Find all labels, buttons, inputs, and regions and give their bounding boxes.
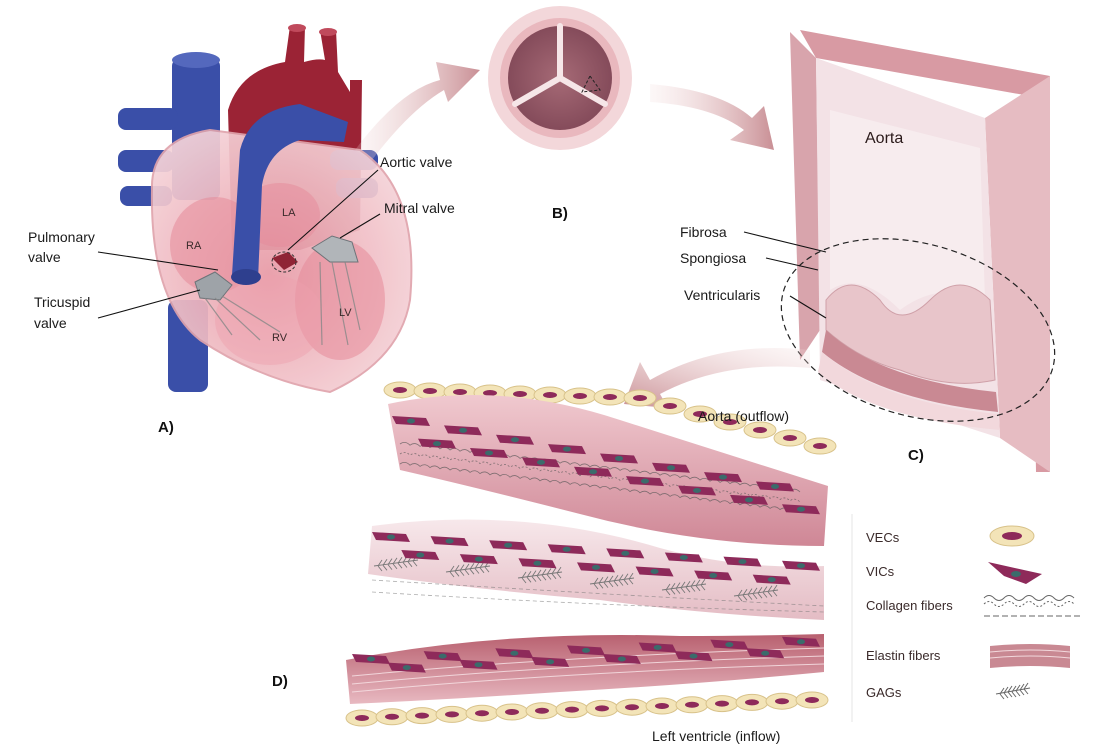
legend-swatch-gags [996, 683, 1030, 699]
legend-label-vecs: VECs [866, 530, 900, 545]
panel-label-a: A) [158, 419, 174, 436]
vec-cell [556, 702, 588, 718]
valve-layers [346, 382, 836, 726]
label-rv: RV [272, 332, 288, 344]
label-pulmonary-valve-2: valve [28, 249, 61, 265]
vec-cell [796, 692, 828, 708]
vec-cell [496, 704, 528, 720]
arrow-heart-to-valve [355, 62, 480, 160]
vec-cell [376, 709, 408, 725]
label-mitral-valve: Mitral valve [384, 200, 455, 216]
legend-swatch-vecs [990, 526, 1034, 546]
arrow-valve-to-aorta [650, 84, 774, 150]
vec-cell [406, 708, 438, 724]
label-tricuspid-valve-2: valve [34, 315, 67, 331]
label-la: LA [282, 207, 296, 219]
panel-label-c: C) [908, 447, 924, 464]
vec-cell [526, 703, 558, 719]
label-aorta: Aorta [865, 130, 903, 147]
panel-label-d: D) [272, 673, 288, 690]
heart-illustration [118, 24, 411, 392]
vec-cell [586, 700, 618, 716]
vec-cell [646, 698, 678, 714]
legend-label-elastin: Elastin fibers [866, 648, 941, 663]
vec-cell [736, 694, 768, 710]
vec-cell [744, 422, 776, 438]
label-lv: LV [339, 307, 352, 319]
aorta-section [760, 30, 1077, 472]
vec-cell [436, 706, 468, 722]
legend-swatch-vics [988, 562, 1042, 584]
label-pulmonary-valve-1: Pulmonary [28, 229, 95, 245]
vec-cell [564, 388, 596, 404]
label-spongiosa: Spongiosa [680, 250, 746, 266]
legend-label-collagen: Collagen fibers [866, 598, 953, 613]
vec-cell [346, 710, 378, 726]
vec-cell [594, 389, 626, 405]
label-outflow: Aorta (outflow) [698, 408, 789, 424]
label-aortic-valve: Aortic valve [380, 154, 453, 170]
vec-cell [774, 430, 806, 446]
label-fibrosa: Fibrosa [680, 224, 727, 240]
label-inflow: Left ventricle (inflow) [652, 728, 780, 744]
vec-cell [706, 696, 738, 712]
legend-swatch-collagen [984, 596, 1080, 617]
label-ra: RA [186, 240, 202, 252]
label-tricuspid-valve-1: Tricuspid [34, 294, 90, 310]
legend-label-vics: VICs [866, 564, 895, 579]
vec-cell [616, 699, 648, 715]
panel-label-b: B) [552, 205, 568, 222]
aortic-valve-top-view [488, 6, 632, 150]
vec-cell [384, 382, 416, 398]
legend-swatch-elastin [990, 644, 1070, 668]
vec-cell [766, 693, 798, 709]
legend: VECs VICs Collagen fibers Elastin fibers… [866, 526, 1080, 700]
vec-cell [676, 697, 708, 713]
vec-cell [466, 705, 498, 721]
legend-label-gags: GAGs [866, 685, 902, 700]
vec-cell [624, 390, 656, 406]
vec-cell [804, 438, 836, 454]
label-ventricularis: Ventricularis [684, 287, 760, 303]
vec-cell [654, 398, 686, 414]
